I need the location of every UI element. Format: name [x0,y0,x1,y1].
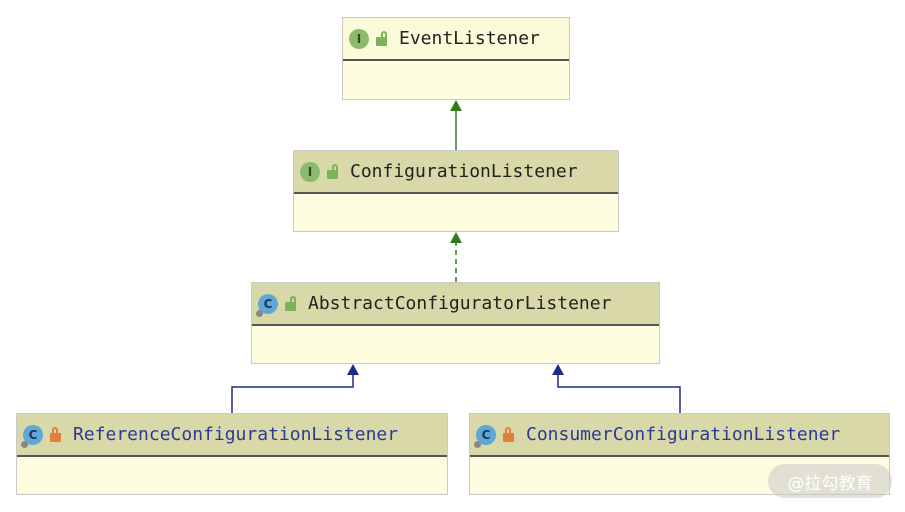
class-name: ConfigurationListener [350,161,578,182]
public-lock-icon [284,295,298,312]
class-header: C AbstractConfiguratorListener [252,283,659,326]
class-header: C ConsumerConfigurationListener [470,414,889,457]
watermark: @拉勾教育 [768,464,892,498]
extends-arrowhead-consumer [552,364,564,375]
class-name: ReferenceConfigurationListener [73,424,399,445]
public-lock-icon [375,30,389,47]
extends-edge-consumer-to-abstract [557,374,681,413]
class-name: ConsumerConfigurationListener [526,424,841,445]
interface-icon: I [349,28,369,49]
interface-icon: I [300,161,320,182]
extends-edge-reference-to-abstract [231,374,354,413]
class-box-reference-configuration-listener[interactable]: C ReferenceConfigurationListener [16,413,448,495]
extends-arrowhead [450,100,462,111]
class-marker-icon [474,440,481,448]
class-header: C ReferenceConfigurationListener [17,414,447,457]
implements-arrowhead [450,232,462,243]
public-lock-icon [326,163,340,180]
class-header: I EventListener [343,18,569,61]
private-lock-icon [502,426,516,443]
extends-arrowhead-reference [347,364,359,375]
private-lock-icon [49,426,63,443]
class-box-event-listener[interactable]: I EventListener [342,17,570,100]
class-name: EventListener [399,28,540,49]
class-marker-icon [21,440,28,448]
class-icon: C [474,424,496,448]
class-name: AbstractConfiguratorListener [308,293,612,314]
class-icon: C [256,293,278,317]
class-box-abstract-configurator-listener[interactable]: C AbstractConfiguratorListener [251,282,660,364]
class-box-configuration-listener[interactable]: I ConfigurationListener [293,150,619,232]
abstract-marker-icon [256,309,263,317]
class-header: I ConfigurationListener [294,151,618,194]
class-icon: C [21,424,43,448]
